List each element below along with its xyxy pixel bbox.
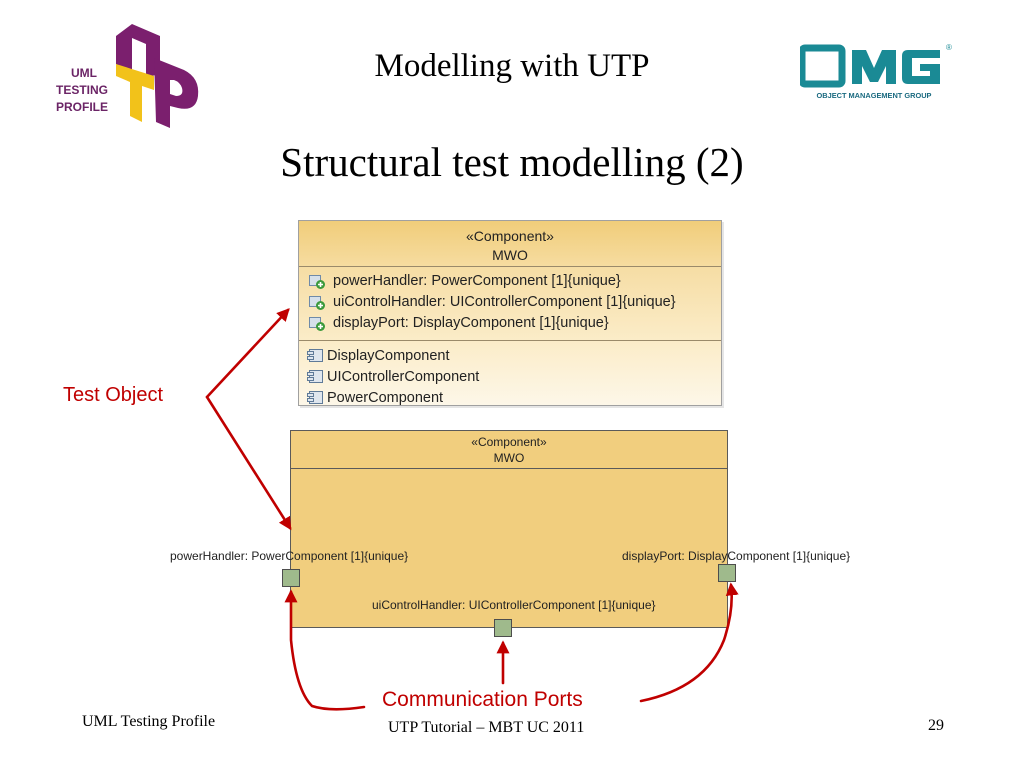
omg-logo-caption: OBJECT MANAGEMENT GROUP (817, 91, 932, 100)
type-row: PowerComponent (307, 387, 721, 408)
component-types-compartment: DisplayComponent UIControllerComponent P… (299, 341, 721, 408)
port-display (718, 564, 736, 582)
port-label-display: displayPort: DisplayComponent [1]{unique… (622, 549, 851, 563)
component-name: MWO (493, 451, 525, 465)
component-type-icon (307, 349, 323, 362)
part-icon (309, 274, 325, 289)
component-type-icon (307, 391, 323, 404)
component-box-header: «Component» MWO (291, 431, 727, 469)
part-row: displayPort: DisplayComponent [1]{unique… (309, 312, 721, 333)
part-label: powerHandler: PowerComponent [1]{unique} (333, 272, 621, 289)
omg-logo: ® OBJECT MANAGEMENT GROUP (800, 43, 952, 100)
page-number: 29 (928, 717, 944, 734)
port-ui-control-handler (494, 619, 512, 637)
utp-logo-t-icon (116, 64, 154, 122)
communication-ports-label: Communication Ports (382, 688, 583, 711)
utp-logo-text-testing: TESTING (56, 83, 108, 97)
part-row: uiControlHandler: UIControllerComponent … (309, 291, 721, 312)
port-label-power: powerHandler: PowerComponent [1]{unique} (170, 549, 409, 563)
part-icon (309, 295, 325, 310)
component-name: MWO (492, 247, 528, 263)
port-label-ui-control: uiControlHandler: UIControllerComponent … (372, 598, 656, 612)
utp-logo: UML TESTING PROFILE (56, 24, 199, 128)
type-label: PowerComponent (327, 389, 444, 406)
type-row: DisplayComponent (307, 345, 721, 366)
utp-logo-text-profile: PROFILE (56, 100, 108, 114)
port-power-handler (282, 569, 300, 587)
arrow-test-object-bottom (205, 395, 292, 531)
component-parts-compartment: powerHandler: PowerComponent [1]{unique}… (299, 267, 721, 341)
component-stereotype: «Component» (466, 228, 554, 244)
slide-title: Structural test modelling (2) (280, 139, 744, 185)
component-type-icon (307, 370, 323, 383)
part-row: powerHandler: PowerComponent [1]{unique} (309, 270, 721, 291)
component-box-structure: «Component» MWO powerHandler: PowerCompo… (298, 220, 722, 406)
footer-left: UML Testing Profile (82, 713, 216, 730)
type-label: UIControllerComponent (327, 368, 480, 385)
type-row: UIControllerComponent (307, 366, 721, 387)
test-object-label: Test Object (63, 384, 164, 406)
part-icon (309, 316, 325, 331)
footer-center: UTP Tutorial – MBT UC 2011 (388, 719, 585, 736)
utp-logo-u-icon (116, 24, 160, 77)
omg-logo-mark-icon: ® (800, 43, 952, 88)
arrow-test-object-top (205, 308, 290, 399)
utp-logo-text-uml: UML (71, 66, 97, 80)
header-title: Modelling with UTP (374, 48, 650, 84)
utp-logo-p-icon (154, 58, 199, 128)
component-box-header: «Component» MWO (299, 221, 721, 267)
type-label: DisplayComponent (327, 347, 450, 364)
component-stereotype: «Component» (471, 435, 547, 449)
part-label: displayPort: DisplayComponent [1]{unique… (333, 314, 609, 331)
part-label: uiControlHandler: UIControllerComponent … (333, 293, 676, 310)
svg-text:®: ® (946, 43, 952, 52)
